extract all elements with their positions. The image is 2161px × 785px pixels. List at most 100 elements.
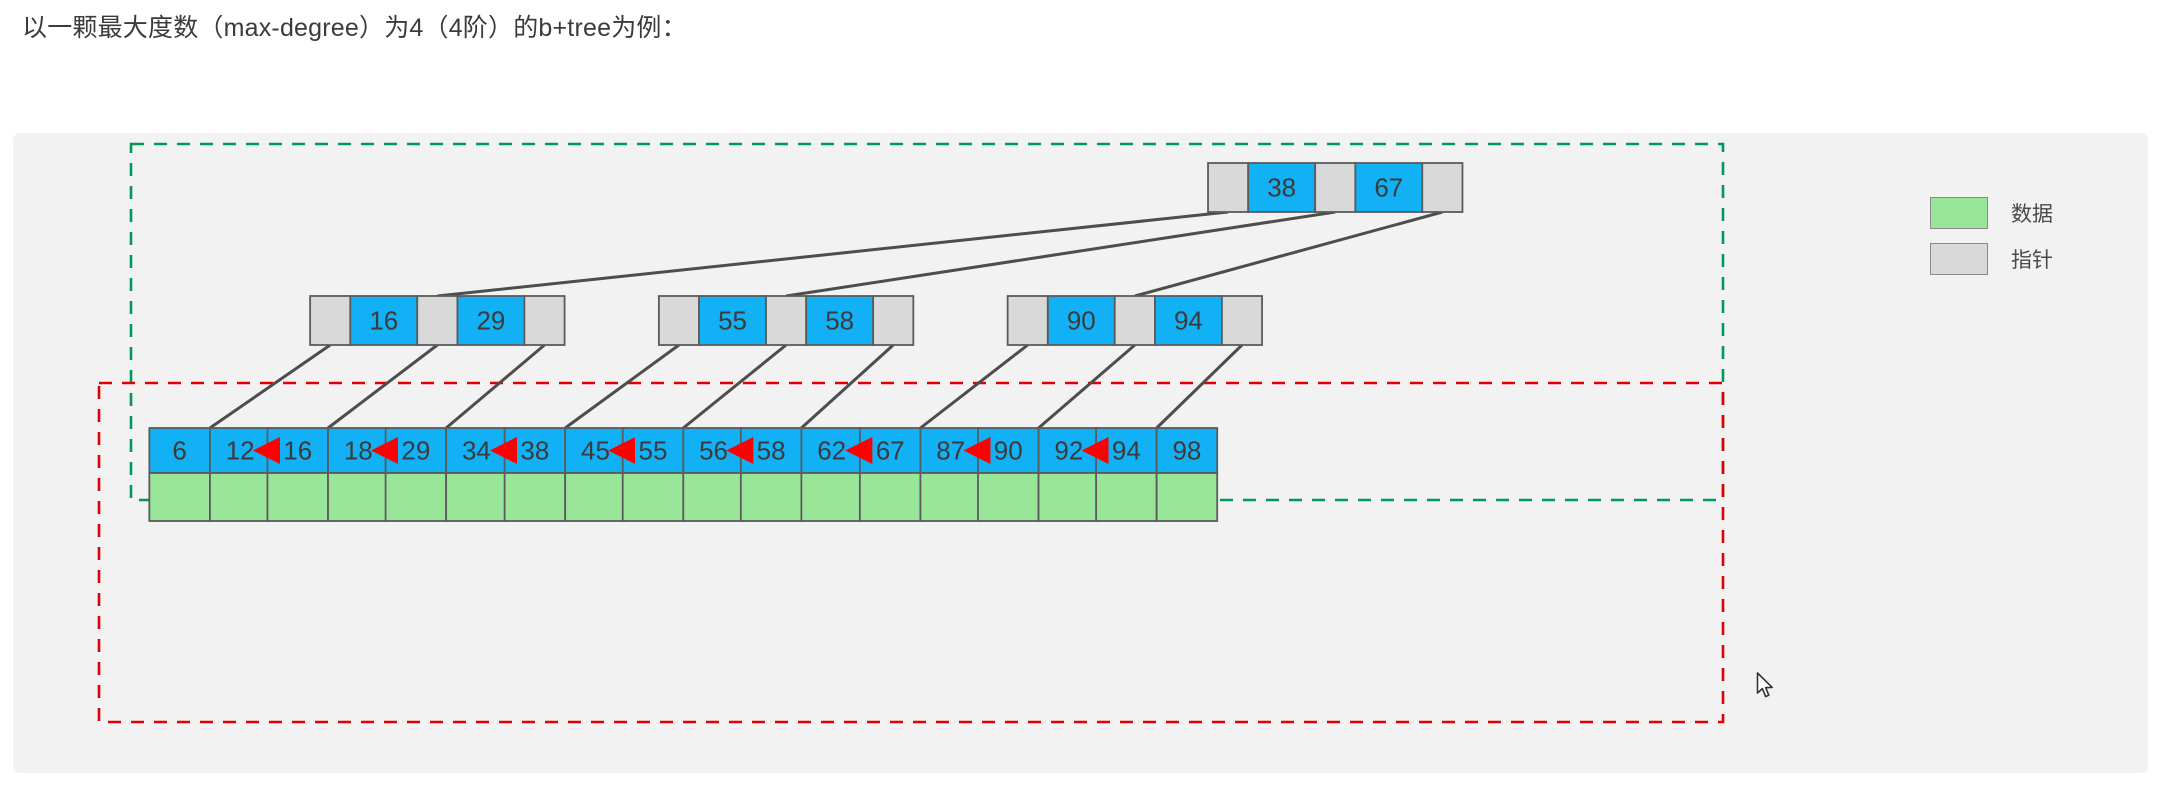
tree-edge	[209, 343, 332, 430]
leaf-data-cell	[977, 472, 1040, 522]
page-title: 以一颗最大度数（max-degree）为4（4阶）的b+tree为例：	[22, 14, 687, 42]
leaf-data-cell	[327, 472, 390, 522]
legend-item-data: 数据	[1930, 190, 2120, 236]
tree-edge	[437, 210, 1229, 298]
leaf-data-cell	[739, 472, 803, 522]
pointer-cell	[872, 295, 915, 346]
leaf-key-label: 56	[699, 436, 728, 466]
leaf-key-label: 98	[1172, 436, 1201, 466]
leaf-data-cell	[445, 472, 508, 522]
tree-edge	[1134, 210, 1443, 298]
tree-edge	[1155, 343, 1244, 430]
leaf-node-l1: 6 12	[148, 427, 272, 522]
leaf-node-l9: 94 98	[1095, 427, 1219, 522]
key-cell	[456, 295, 526, 346]
legend-swatch-pointer	[1930, 243, 1988, 275]
leaf-key-label: 34	[462, 436, 491, 466]
leaf-data-cell	[266, 472, 329, 522]
pointer-cell	[1314, 162, 1357, 213]
leaf-key-label: 62	[817, 436, 846, 466]
root-node-root: 38 67	[1207, 162, 1464, 213]
internal-node-i3: 90 94	[1006, 295, 1263, 346]
pointer-cell	[1207, 162, 1250, 213]
pointer-cell	[765, 295, 808, 346]
pointer-cell	[1113, 295, 1156, 346]
leaf-key-label: 38	[520, 436, 549, 466]
tree-edge	[800, 343, 895, 430]
leaf-data-cell	[1037, 472, 1101, 522]
leaf-key-label: 58	[757, 436, 786, 466]
key-cell	[805, 295, 875, 346]
key-label: 29	[476, 306, 505, 336]
leaf-key-label: 94	[1112, 436, 1141, 466]
pointer-cell	[523, 295, 566, 346]
leaf-node-l3: 29 34	[384, 427, 508, 522]
key-label: 94	[1174, 306, 1203, 336]
legend-label-data: 数据	[2011, 203, 2053, 226]
leaf-data-cell	[621, 472, 685, 522]
pointer-cell	[657, 295, 700, 346]
tree-edge	[1037, 343, 1136, 430]
leaf-key-label: 90	[994, 436, 1023, 466]
key-label: 90	[1067, 306, 1096, 336]
pointer-cell	[416, 295, 459, 346]
leaf-data-cell	[384, 472, 448, 522]
leaf-region-box	[97, 381, 1725, 724]
leaf-node-l8: 90 92	[977, 427, 1101, 522]
pointer-cell	[309, 295, 352, 346]
leaf-data-cell	[1155, 472, 1219, 522]
tree-links	[209, 210, 1443, 430]
leaf-data-cell	[858, 472, 922, 522]
leaf-node-l6: 58 62	[739, 427, 863, 522]
leaf-data-cell	[682, 472, 745, 522]
internal-node-i2: 55 58	[657, 295, 915, 346]
leaf-key-label: 12	[226, 436, 255, 466]
leaf-key-label: 67	[876, 436, 905, 466]
leaf-key-label: 29	[401, 436, 430, 466]
key-cell	[698, 295, 767, 346]
key-cell	[1046, 295, 1116, 346]
leaf-data-cell	[503, 472, 567, 522]
tree-edge	[327, 343, 439, 430]
leaf-data-cell	[209, 472, 272, 522]
leaf-key-label: 87	[936, 436, 965, 466]
tree-edge	[919, 343, 1029, 430]
tree-edge	[682, 343, 788, 430]
key-label: 67	[1374, 173, 1403, 203]
leaf-data-cell	[148, 472, 211, 522]
pointer-cell	[1421, 162, 1464, 213]
pointer-cell	[1006, 295, 1049, 346]
key-label: 38	[1267, 173, 1296, 203]
leaf-key-cell	[148, 427, 211, 474]
legend-item-pointer: 指针	[1930, 236, 2120, 282]
key-cell	[349, 295, 419, 346]
key-label: 58	[825, 306, 854, 336]
pointer-cell	[1220, 295, 1263, 346]
legend-label-pointer: 指针	[2011, 249, 2053, 272]
leaf-data-cell	[564, 472, 627, 522]
leaf-key-label: 6	[172, 436, 186, 466]
legend: 数据 指针	[1930, 190, 2120, 282]
tree-edge	[564, 343, 680, 430]
leaf-node-l7: 67 87	[858, 427, 982, 522]
key-cell	[1354, 162, 1424, 213]
leaf-key-label: 18	[344, 436, 373, 466]
key-label: 16	[369, 306, 398, 336]
key-label: 55	[718, 306, 747, 336]
leaf-data-cell	[1095, 472, 1158, 522]
leaf-data-cell	[800, 472, 863, 522]
legend-swatch-data	[1930, 197, 1988, 229]
tree-edge	[785, 210, 1336, 298]
leaf-key-cell	[1155, 427, 1219, 474]
leaf-key-label: 92	[1054, 436, 1083, 466]
leaf-key-label: 16	[283, 436, 312, 466]
tree-edge	[445, 343, 546, 430]
leaf-data-cell	[919, 472, 982, 522]
